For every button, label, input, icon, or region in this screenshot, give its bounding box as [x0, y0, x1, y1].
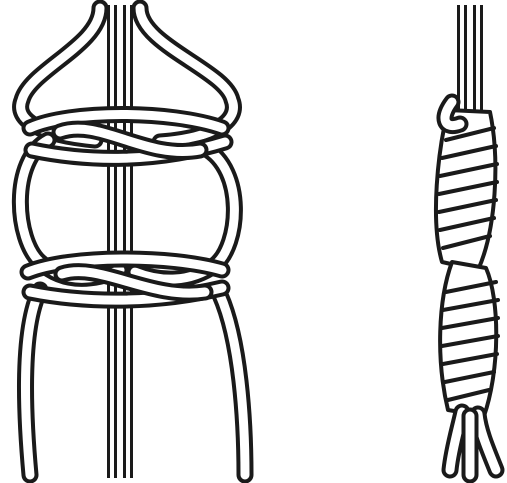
left-working-cord [20, 8, 120, 475]
spiral-bottom-tails [450, 412, 496, 475]
square-knot-figure [20, 5, 245, 478]
right-working-cord [135, 8, 245, 475]
spiral-knot-figure [436, 5, 498, 475]
spiral-top-strands [462, 5, 478, 110]
spiral-lower-twist [440, 262, 498, 416]
filler-cords [112, 5, 128, 478]
spiral-upper-twist [436, 102, 497, 270]
